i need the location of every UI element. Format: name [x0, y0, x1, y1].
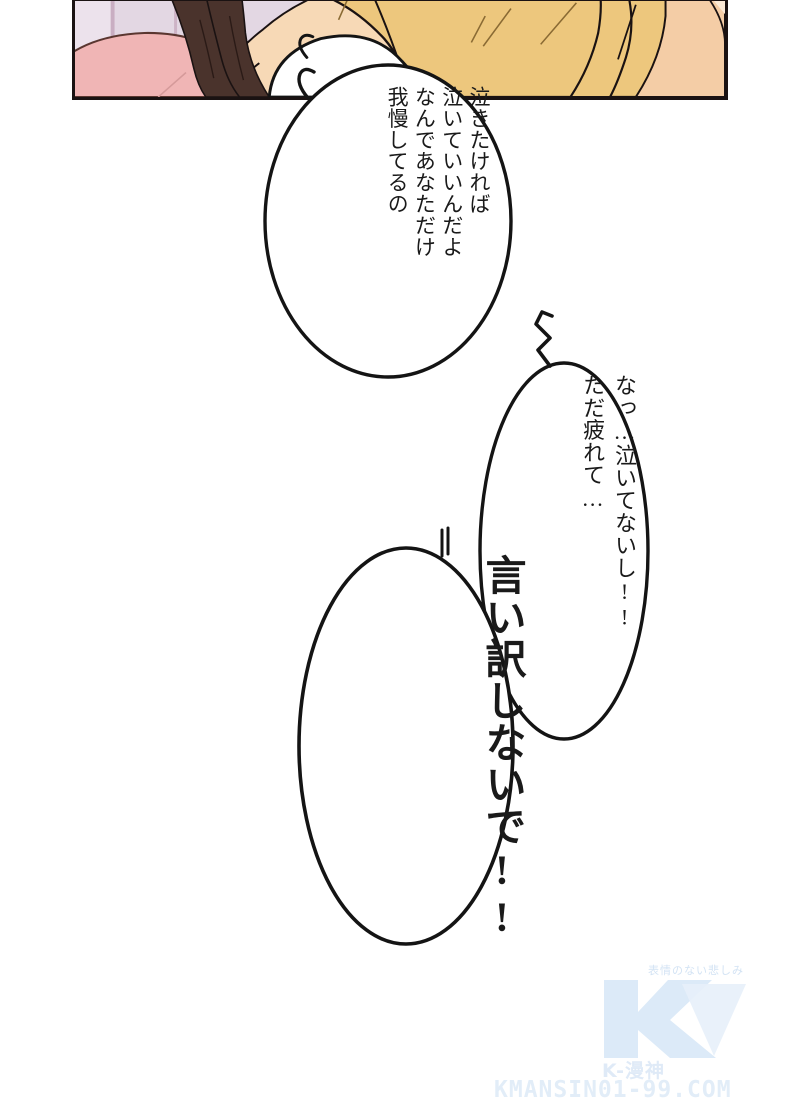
bubble-1-text: 泣きたければ 泣いていいんだよ なんであなただけ 我慢してるの — [385, 86, 491, 258]
garment-crease-4 — [337, 1, 348, 21]
bubble-1-tail-hook-icon — [297, 67, 316, 100]
bubble-3-ellipse — [297, 546, 515, 946]
pillow-crease — [157, 71, 187, 97]
bubble-2-ellipse — [478, 361, 650, 741]
bubble-3-outline — [297, 526, 515, 946]
hair-line-2 — [228, 15, 245, 81]
speech-bubble-shout: 言い訳しないで!! — [296, 526, 525, 954]
panel-artwork — [75, 1, 725, 97]
bubble-3-text: 言い訳しないで!! — [479, 553, 525, 941]
arm-crease — [617, 4, 637, 60]
watermark-k-logo-icon — [604, 980, 746, 1058]
wall-seam-line-2 — [174, 1, 178, 58]
speech-bubble-comfort: 泣きたければ 泣いていいんだよ なんであなただけ 我慢してるの — [262, 62, 514, 380]
bubble-2-text: なっ…泣いてないし!! ただ疲れて… — [580, 374, 637, 630]
bubble-1-ellipse — [263, 63, 513, 379]
site-watermark: 表情のない悲しみ K-漫神 KMANSIN01-99.COM — [494, 962, 800, 1100]
hair-strand-2 — [206, 1, 271, 97]
bubble-hook-tail — [298, 33, 315, 59]
garment-crease-3 — [540, 2, 577, 45]
garment-crease-2 — [482, 8, 512, 47]
hair-line-1 — [199, 19, 215, 79]
bubble-2-outline — [478, 310, 650, 741]
watermark-subtitle: 表情のない悲しみ — [648, 964, 744, 977]
garment-arm — [569, 1, 633, 97]
right-skin — [634, 1, 725, 97]
garment-crease-1 — [470, 15, 486, 43]
speech-bubble-denial: なっ…泣いてないし!! ただ疲れて… — [476, 306, 652, 741]
k-accent-triangle — [682, 984, 746, 1056]
watermark-url: KMANSIN01-99.COM — [494, 1077, 732, 1100]
watermark-brand: K-漫神 — [602, 1060, 665, 1082]
bubble-1-outline — [263, 63, 513, 379]
top-art-panel — [72, 0, 728, 100]
right-skin-line — [709, 1, 725, 45]
bubble-2-zigzag-tail-icon — [534, 310, 554, 368]
k-glyph-shape — [604, 980, 716, 1058]
